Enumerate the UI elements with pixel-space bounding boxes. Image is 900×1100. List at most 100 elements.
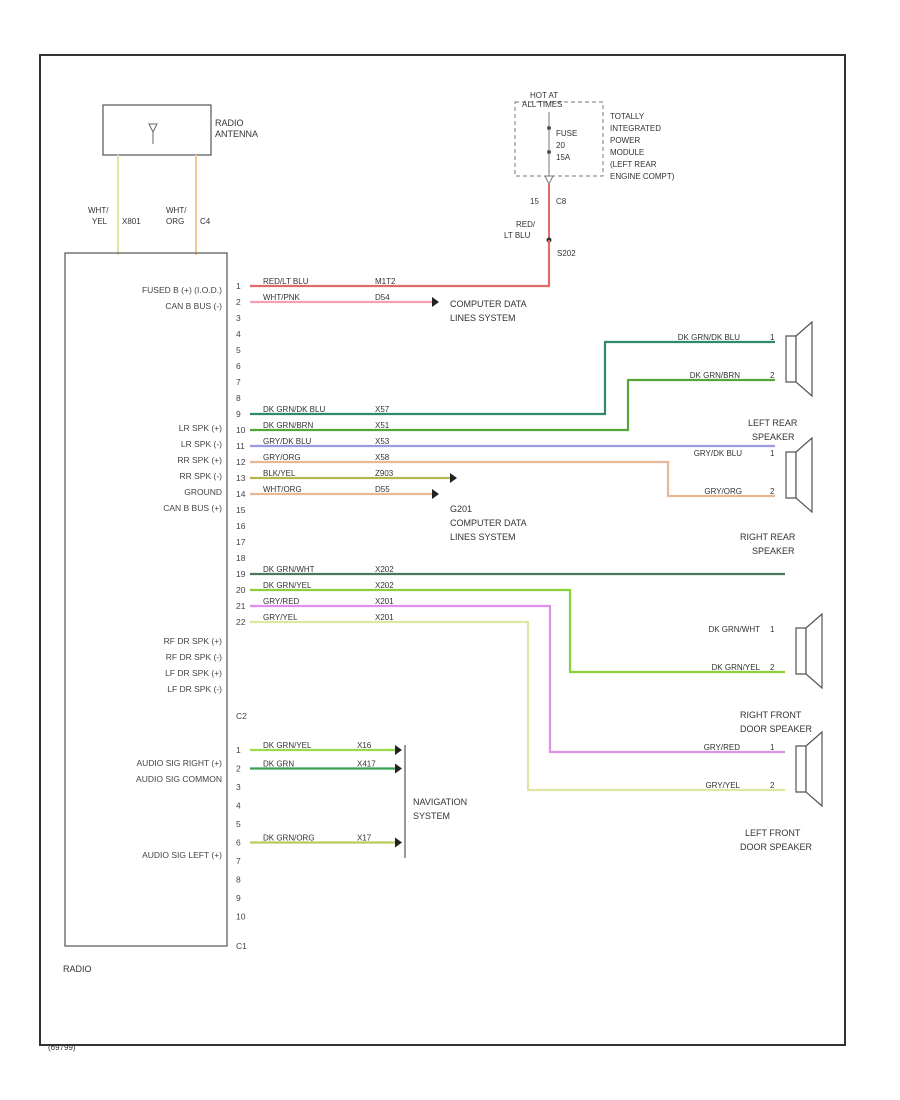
wire-color-c2-1: RED/LT BLU [263,277,309,286]
radio-pin-label-3: LR SPK (+) [179,423,222,433]
wire-color-c1-3: DK GRN/ORG [263,834,315,843]
tipm-desc-1: TOTALLY [610,112,645,121]
wire-circuit-c2-9: X57 [375,405,390,414]
left-rear-wire1-label: DK GRN/DK BLU [678,333,740,342]
c2-pin-17: 17 [236,537,246,547]
c2-pin-6: 6 [236,361,241,371]
fuse-number: 20 [556,141,565,150]
wire-color-c2-11: GRY/DK BLU [263,437,312,446]
arrow-ground-icon [450,473,457,483]
feed-color-2: LT BLU [504,231,531,240]
c2-pin-14: 14 [236,489,246,499]
wires [250,240,785,848]
tipm-desc-4: MODULE [610,148,644,157]
antenna-wire-left-color-2: YEL [92,217,108,226]
dest-navigation-line1: NAVIGATION [413,797,467,807]
left-front-wire1-label: GRY/RED [704,743,741,752]
wire-circuit-c2-21: X201 [375,597,394,606]
c2-pin-20: 20 [236,585,246,595]
arrow-computer-data-1-icon [432,297,439,307]
dest-computer-data-1-line1: COMPUTER DATA [450,299,527,309]
left-rear-speaker-label-2: SPEAKER [752,432,795,442]
tipm-desc-3: POWER [610,136,640,145]
c2-pin-11: 11 [236,441,245,451]
antenna-wire-right-color-1: WHT/ [166,206,187,215]
wire-color-c2-20: DK GRN/YEL [263,581,312,590]
left-rear-speaker-cone-icon [795,320,813,398]
tipm-pin: 15 [530,197,539,206]
antenna-wire-left-color-1: WHT/ [88,206,109,215]
c2-pin-9: 9 [236,409,241,419]
right-front-speaker-label-2: DOOR SPEAKER [740,724,813,734]
antenna-icon [148,123,158,144]
radio-box [64,252,228,947]
dest-navigation-line2: SYSTEM [413,811,450,821]
wire-lr-spk-plus [250,340,775,416]
arrow-navigation-3-icon [395,837,402,848]
right-front-wire1-label: DK GRN/WHT [708,625,760,634]
wire-circuit-c2-2: D54 [375,293,390,302]
right-rear-speaker-label-1: RIGHT REAR [740,532,796,542]
c2-pin-5: 5 [236,345,241,355]
radio-pin-label-6: RR SPK (-) [180,471,223,481]
radio-pin-label-10: RF DR SPK (-) [166,652,222,662]
radio-antenna: RADIO ANTENNA WHT/ YEL X801 WHT/ ORG C4 [88,104,258,255]
wire-circuit-c2-22: X201 [375,613,394,622]
c1-pin-4: 4 [236,801,241,811]
wire-circuit-c2-20: X202 [375,581,394,590]
right-front-pin2: 2 [770,663,775,672]
radio-pin-label-12: LF DR SPK (-) [167,684,222,694]
antenna-wire-left-circuit: X801 [122,217,141,226]
left-rear-pin1: 1 [770,333,775,342]
fuse-terminal-bottom [547,150,551,154]
wire-circuit-c2-14: D55 [375,485,390,494]
power-module: HOT AT ALL TIMES FUSE 20 15A TOTALLY INT… [504,91,675,258]
wire-rf-spk-minus [250,588,785,674]
power-module-box [514,101,604,177]
c1-pin-7: 7 [236,856,241,866]
dest-computer-data-2-line2: LINES SYSTEM [450,532,516,542]
left-front-pin2: 2 [770,781,775,790]
radio-pin-labels: FUSED B (+) (I.O.D.)CAN B BUS (-)LR SPK … [136,285,222,860]
c2-pin-10: 10 [236,425,246,435]
radio-pin-label-4: LR SPK (-) [181,439,222,449]
wire-color-c1-2: DK GRN [263,760,294,769]
c1-pin-10: 10 [236,912,246,922]
right-rear-wire1-label: GRY/DK BLU [694,449,743,458]
wire-circuit-c1-3: X17 [357,834,372,843]
wire-rr-spk-minus [250,460,775,498]
dest-ground-splice: G201 [450,504,472,514]
radio-pin-label-8: CAN B BUS (+) [163,503,222,513]
right-rear-speaker-magnet [785,451,797,499]
left-front-speaker-label-2: DOOR SPEAKER [740,842,813,852]
right-front-pin1: 1 [770,625,775,634]
fuse-label: FUSE [556,129,577,138]
wire-color-c2-12: GRY/ORG [263,453,301,462]
antenna-label-2: ANTENNA [215,129,258,139]
c1-pin-6: 6 [236,838,241,848]
wire-color-c2-19: DK GRN/WHT [263,565,315,574]
radio-pin-label-11: LF DR SPK (+) [165,668,222,678]
tipm-desc-6: ENGINE COMPT) [610,172,675,181]
c1-pin-1: 1 [236,745,241,755]
c2-pin-21: 21 [236,601,246,611]
c2-pin-16: 16 [236,521,246,531]
c1-pin-9: 9 [236,893,241,903]
radio-pin-label-9: RF DR SPK (+) [164,636,222,646]
destinations: COMPUTER DATA LINES SYSTEM G201 COMPUTER… [404,299,527,858]
left-front-pin1: 1 [770,743,775,752]
right-rear-wire2-label: GRY/ORG [704,487,742,496]
antenna-wire-right-circuit: C4 [200,217,211,226]
radio-pin-label-5: RR SPK (+) [177,455,222,465]
left-rear-speaker-label-1: LEFT REAR [748,418,798,428]
wire-circuit-c2-1: M1T2 [375,277,396,286]
wire-color-c2-14: WHT/ORG [263,485,302,494]
fuse-rating: 15A [556,153,571,162]
right-front-wire2-label: DK GRN/YEL [712,663,761,672]
left-front-speaker-magnet [795,745,807,793]
left-rear-speaker-magnet [785,335,797,383]
dest-computer-data-1-line2: LINES SYSTEM [450,313,516,323]
tipm-desc-2: INTEGRATED [610,124,661,133]
c2-pin-12: 12 [236,457,246,467]
